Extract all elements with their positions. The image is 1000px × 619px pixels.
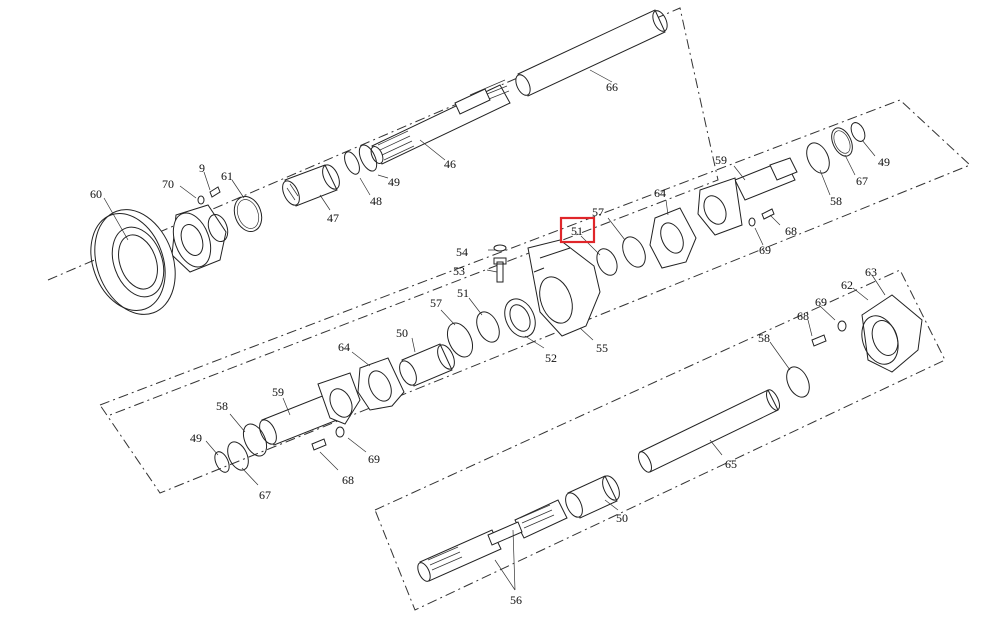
label-46: 46 [444,157,456,171]
ring-67-mid [227,441,249,471]
ring-51-mid [476,311,500,343]
label-48: 48 [370,194,382,208]
label-9: 9 [199,161,205,175]
ring-67-top [831,127,853,157]
oring-61 [233,196,263,232]
label-58-mid: 58 [216,399,228,413]
label-47: 47 [327,211,339,225]
label-50-bottom: 50 [616,511,628,525]
bolt-9 [209,186,221,198]
leader-lines [103,69,886,591]
shaft-56 [417,499,568,582]
gasket-64-mid [357,357,405,411]
bushing-50-bottom [565,475,620,519]
nut-54 [493,244,507,252]
screw-53 [493,257,507,283]
shaft-66-tube [515,9,668,97]
label-69-mid: 69 [759,243,771,257]
snap-ring-57-top [622,236,646,268]
label-52: 52 [545,351,557,365]
flange-housing-62 [861,294,923,373]
label-68-bottom: 68 [797,309,809,323]
washer-69-mid [748,217,756,227]
label-57-top: 57 [592,205,604,219]
label-59-mid: 59 [272,385,284,399]
label-70: 70 [162,177,174,191]
label-63: 63 [865,265,877,279]
bearing-52 [504,298,536,338]
highlight-box [559,216,596,244]
bushing-50-mid [399,343,455,387]
snap-ring-49-mid [214,451,230,473]
label-66: 66 [606,80,618,94]
oring-58-bottom [786,366,810,398]
gasket-64-top [649,207,697,269]
label-68-mid: 68 [785,224,797,238]
label-64-mid: 64 [338,340,350,354]
ring-51-top [596,248,618,276]
knuckle-housing-55 [527,239,601,337]
shaft-59-mid [259,372,361,446]
label-69-lower: 69 [368,452,380,466]
ring-48 [344,151,360,175]
oring-58-top [806,142,830,174]
shaft-46 [370,79,511,165]
label-51-highlighted: 51 [571,224,583,238]
bolt-68-mid [761,208,775,220]
snap-ring-57-mid [446,322,474,358]
oring-58-mid [242,423,268,457]
label-49-top: 49 [388,175,400,189]
label-64-top: 64 [654,186,666,200]
washer-69-lower [335,426,345,438]
label-67-top: 67 [856,174,868,188]
label-58-top: 58 [830,194,842,208]
part-labels: 66 46 49 48 47 9 70 61 60 59 64 57 51 49… [90,80,890,607]
label-56: 56 [510,593,522,607]
label-65: 65 [725,457,737,471]
bolt-68-lower [311,438,327,451]
label-59-top: 59 [715,153,727,167]
label-67-mid: 67 [259,488,271,502]
bolt-68-bottom [811,334,827,347]
label-49-right: 49 [878,155,890,169]
label-61: 61 [221,169,233,183]
label-69-bottom: 69 [815,295,827,309]
label-68-lower: 68 [342,473,354,487]
tube-65 [638,389,780,473]
label-49-mid: 49 [190,431,202,445]
label-53: 53 [453,264,465,278]
label-51-mid: 51 [457,286,469,300]
label-58-bottom: 58 [758,331,770,345]
washer-69-bottom [837,320,847,332]
flange-housing-top [171,204,229,273]
label-60: 60 [90,187,102,201]
shaft-59-top [697,157,798,236]
washer-70 [197,195,205,205]
label-50-mid: 50 [396,326,408,340]
bushing-47 [282,164,340,207]
snap-ring-49-right [850,122,866,142]
label-57-mid: 57 [430,296,442,310]
snap-ring-49-top [358,144,378,172]
label-55: 55 [596,341,608,355]
assembly-boundaries [47,7,971,611]
label-62: 62 [841,278,853,292]
label-54: 54 [456,245,468,259]
seal-60 [90,209,176,315]
